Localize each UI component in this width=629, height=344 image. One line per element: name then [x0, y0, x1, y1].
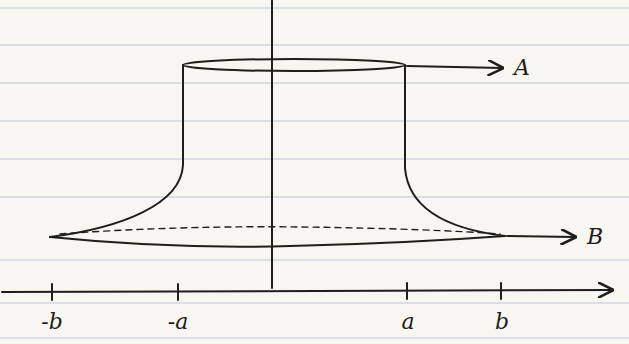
- left-profile: [50, 65, 183, 237]
- part-label: A: [512, 56, 532, 80]
- axis-ticks: [52, 283, 501, 300]
- axis-label: a: [399, 310, 416, 334]
- horizontal-axis: [2, 290, 612, 292]
- top-ellipse: [183, 59, 405, 71]
- bottom-back-curve: [60, 227, 500, 234]
- leader-arrow-a: [407, 66, 502, 68]
- right-profile: [405, 65, 505, 236]
- leader-arrow-b: [507, 236, 575, 237]
- axis-label: -b: [39, 310, 65, 334]
- bottom-front-curve: [50, 236, 505, 247]
- paper-lines: [0, 8, 629, 338]
- part-label: B: [585, 225, 605, 249]
- axis-label: b: [493, 310, 511, 334]
- vertical-axis: [271, 0, 273, 288]
- axis-label: -a: [166, 310, 191, 334]
